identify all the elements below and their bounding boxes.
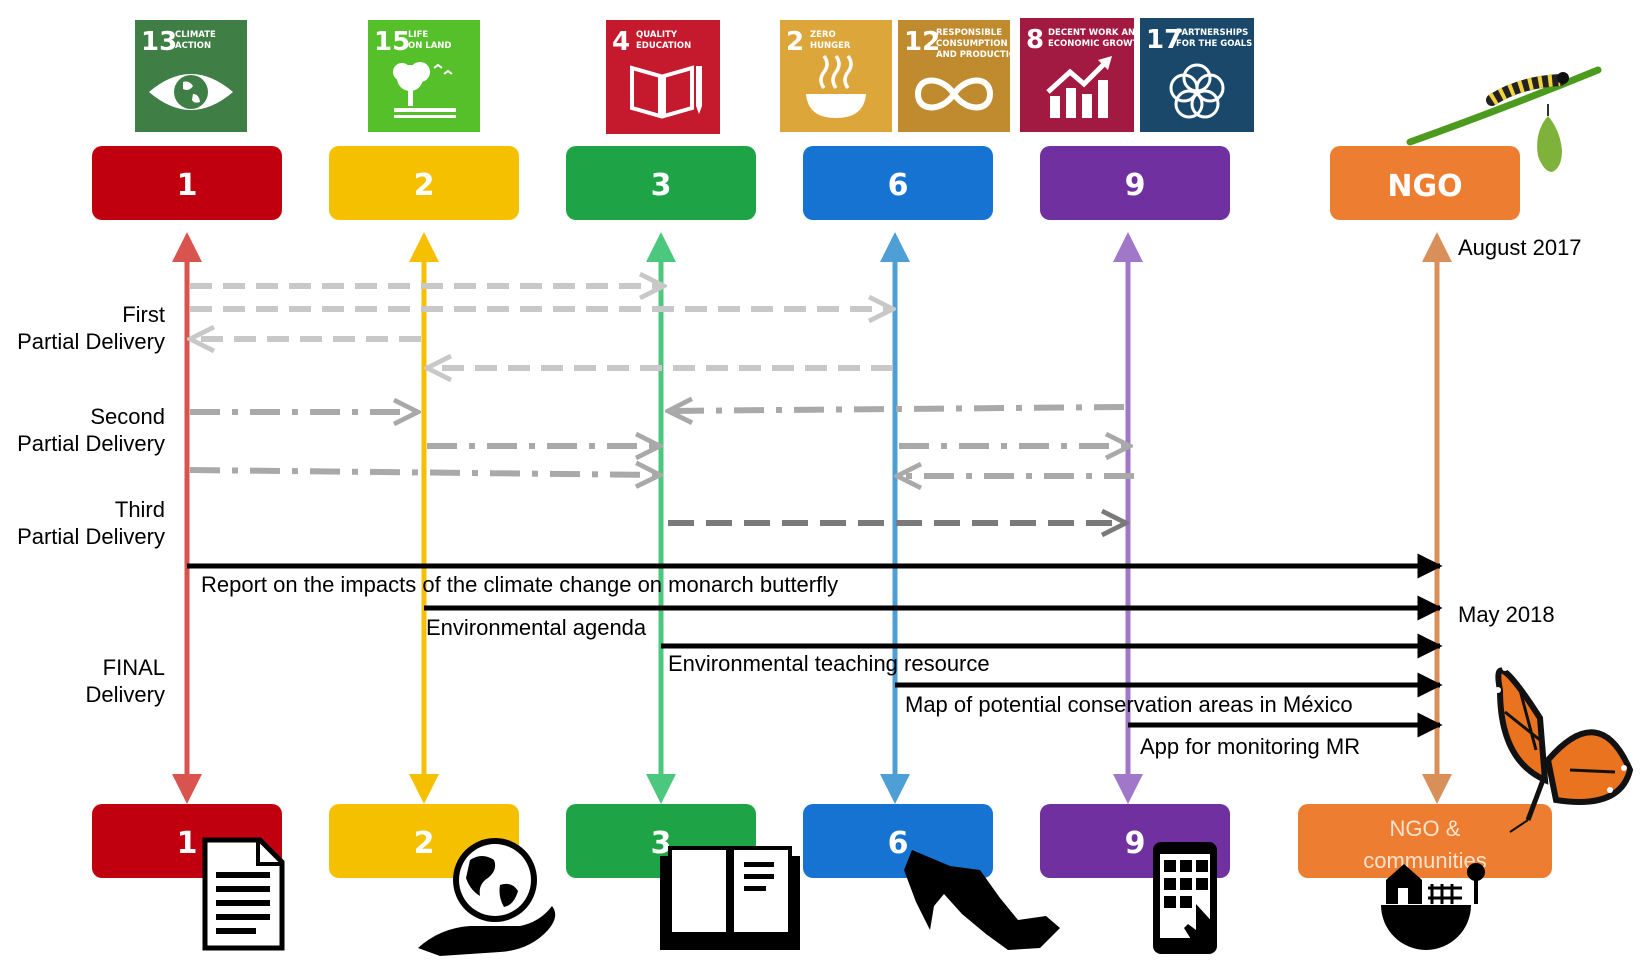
svg-text:QUALITY: QUALITY: [636, 30, 678, 40]
open-book-icon: [660, 846, 800, 950]
svg-text:9: 9: [1125, 168, 1146, 203]
svg-text:CONSUMPTION: CONSUMPTION: [936, 39, 1008, 49]
svg-text:13: 13: [141, 27, 177, 57]
deliverable-map: Map of potential conservation areas in M…: [905, 692, 1353, 717]
phase-label-third: Third Partial Delivery: [17, 497, 165, 549]
svg-text:HUNGER: HUNGER: [810, 41, 851, 51]
svg-text:ACTION: ACTION: [175, 41, 211, 51]
end-date-label: May 2018: [1458, 602, 1555, 627]
svg-text:Delivery: Delivery: [86, 682, 165, 707]
svg-text:Second: Second: [90, 404, 165, 429]
svg-text:PARTNERSHIPS: PARTNERSHIPS: [1176, 28, 1248, 38]
eye-earth-icon: [149, 74, 233, 110]
svg-text:Partial Delivery: Partial Delivery: [17, 524, 165, 549]
growth-chart-icon: [1046, 56, 1112, 118]
smartphone-icon: [1153, 842, 1217, 954]
svg-text:Partial Delivery: Partial Delivery: [17, 329, 165, 354]
exchange-arrow: [189, 470, 660, 475]
svg-text:4: 4: [612, 27, 630, 57]
globe-hand-icon: [418, 838, 556, 956]
sdg-goal-13: 13 CLIMATE ACTION: [135, 20, 247, 132]
infinity-icon: [914, 77, 994, 111]
timeline-axis-9: [1113, 232, 1143, 804]
timeline-axis-2: [409, 232, 439, 804]
svg-text:3: 3: [651, 168, 672, 203]
svg-text:2: 2: [414, 168, 435, 203]
svg-text:AND PRODUCTION: AND PRODUCTION: [936, 50, 1023, 60]
svg-text:ZERO: ZERO: [810, 30, 836, 40]
svg-text:6: 6: [888, 168, 909, 203]
sdg-goal-2: 2 ZERO HUNGER: [780, 20, 892, 132]
svg-text:DECENT WORK AND: DECENT WORK AND: [1048, 28, 1142, 38]
team-box-6-bottom: 6: [803, 804, 993, 878]
phase-label-final: FINAL Delivery: [86, 655, 165, 707]
sdg-goal-17: 17 PARTNERSHIPS FOR THE GOALS: [1140, 18, 1254, 132]
community-earth-icon: [1381, 863, 1485, 950]
svg-text:NGO: NGO: [1387, 169, 1462, 204]
svg-text:2: 2: [786, 27, 804, 57]
svg-text:Partial Delivery: Partial Delivery: [17, 431, 165, 456]
svg-text:6: 6: [888, 826, 909, 861]
svg-text:LIFE: LIFE: [408, 30, 428, 40]
mexico-map-icon: [904, 850, 1060, 950]
svg-text:9: 9: [1125, 826, 1146, 861]
team-box-9-top: 9: [1040, 146, 1230, 220]
team-box-2-top: 2: [329, 146, 519, 220]
first-delivery-exchanges: [190, 286, 893, 368]
team-box-ngo-bottom: NGO & communities: [1298, 804, 1552, 878]
svg-text:2: 2: [414, 826, 435, 861]
timeline-axis-ngo: [1422, 232, 1452, 804]
exchange-arrow: [668, 407, 1125, 411]
svg-text:3: 3: [651, 826, 672, 861]
book-pencil-icon: [630, 65, 702, 119]
svg-text:FINAL: FINAL: [103, 655, 165, 680]
svg-text:communities: communities: [1363, 848, 1486, 873]
svg-text:FOR THE GOALS: FOR THE GOALS: [1176, 39, 1252, 49]
team-box-3-top: 3: [566, 146, 756, 220]
svg-text:ON LAND: ON LAND: [408, 41, 451, 51]
final-delivery-arrows: [187, 553, 1443, 738]
caterpillar-icon: [1406, 66, 1602, 146]
second-delivery-exchanges: [189, 407, 1134, 476]
timeline-axis-3: [646, 232, 676, 804]
svg-text:ECONOMIC GROWTH: ECONOMIC GROWTH: [1048, 39, 1145, 49]
svg-text:1: 1: [177, 168, 198, 203]
team-box-ngo-top: NGO: [1330, 146, 1520, 220]
deliverable-report: Report on the impacts of the climate cha…: [201, 572, 838, 597]
phase-label-first: First Partial Delivery: [17, 302, 165, 354]
chrysalis-icon: [1537, 104, 1562, 172]
bowl-icon: [806, 54, 866, 118]
sdg-goal-15: 15 LIFE ON LAND: [368, 20, 480, 132]
monarch-butterfly-icon: [1495, 665, 1634, 833]
sdg-goal-4: 4 QUALITY EDUCATION: [606, 20, 720, 134]
start-date-label: August 2017: [1458, 235, 1582, 260]
svg-text:EDUCATION: EDUCATION: [636, 41, 691, 51]
rings-icon: [1169, 63, 1225, 119]
deliverable-agenda: Environmental agenda: [426, 615, 647, 640]
deliverable-teaching-resource: Environmental teaching resource: [668, 651, 990, 676]
timeline-axis-6: [880, 232, 910, 804]
svg-text:12: 12: [904, 27, 940, 57]
phase-label-second: Second Partial Delivery: [17, 404, 165, 456]
team-box-1-top: 1: [92, 146, 282, 220]
team-box-6-top: 6: [803, 146, 993, 220]
svg-text:17: 17: [1146, 25, 1182, 55]
svg-text:1: 1: [177, 826, 198, 861]
document-icon: [202, 837, 285, 951]
timeline-axis-1: [172, 232, 202, 804]
svg-text:Third: Third: [115, 497, 165, 522]
sdg-goal-12: 12 RESPONSIBLE CONSUMPTION AND PRODUCTIO…: [898, 20, 1023, 132]
svg-text:NGO &: NGO &: [1390, 816, 1461, 841]
svg-text:RESPONSIBLE: RESPONSIBLE: [936, 28, 1002, 38]
svg-text:8: 8: [1026, 25, 1044, 55]
sdg-goal-8: 8 DECENT WORK AND ECONOMIC GROWTH: [1020, 18, 1145, 132]
svg-text:CLIMATE: CLIMATE: [175, 30, 216, 40]
tree-icon: [393, 62, 456, 118]
deliverable-app: App for monitoring MR: [1140, 734, 1360, 759]
svg-text:15: 15: [374, 27, 410, 57]
svg-text:First: First: [122, 302, 165, 327]
